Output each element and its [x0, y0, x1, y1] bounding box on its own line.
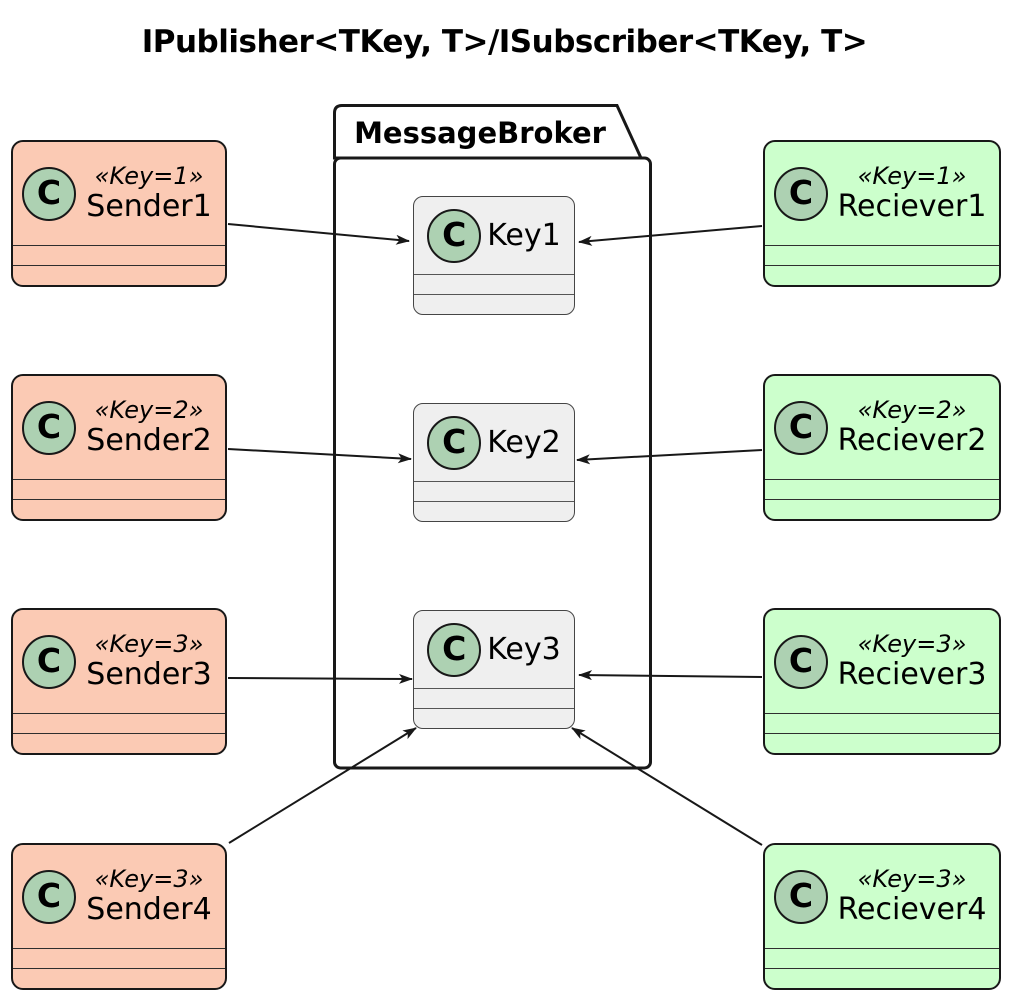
class-titles: «Key=3» Sender4: [82, 866, 216, 926]
class-name: Sender3: [86, 657, 212, 692]
fields-section: [765, 948, 999, 968]
fields-section: [765, 479, 999, 499]
arrow-reciever3-to-key3: [578, 670, 763, 681]
fields-section: [765, 245, 999, 265]
methods-section: [13, 499, 225, 519]
class-sender4: C «Key=3» Sender4: [11, 843, 227, 990]
class-header: C «Key=3» Sender4: [13, 845, 225, 948]
methods-section: [13, 733, 225, 753]
class-sender1: C «Key=1» Sender1: [11, 140, 227, 287]
class-titles: «Key=1» Reciever1: [834, 163, 990, 223]
class-sender2: C «Key=2» Sender2: [11, 374, 227, 521]
class-stereotype: «Key=2»: [94, 397, 204, 425]
methods-section: [414, 708, 574, 728]
package-name: MessageBroker: [354, 116, 606, 150]
class-key2: C Key2: [413, 403, 575, 522]
arrow-sender3-to-key3: [227, 673, 413, 684]
class-titles: «Key=2» Reciever2: [834, 397, 990, 457]
class-header: C «Key=2» Reciever2: [765, 376, 999, 479]
class-name: Reciever2: [837, 423, 987, 458]
class-titles: «Key=1» Sender1: [82, 163, 216, 223]
class-name: Key2: [487, 425, 561, 460]
fields-section: [13, 479, 225, 499]
class-header: C Key3: [414, 611, 574, 688]
class-stereotype: «Key=3»: [857, 866, 967, 894]
class-circle-icon: C: [22, 400, 76, 455]
class-stereotype: «Key=3»: [857, 631, 967, 659]
class-circle-icon: C: [22, 869, 76, 924]
class-sender3: C «Key=3» Sender3: [11, 608, 227, 755]
fields-section: [414, 688, 574, 708]
fields-section: [13, 948, 225, 968]
class-reciever1: C «Key=1» Reciever1: [763, 140, 1001, 287]
arrow-reciever4-to-key3: [571, 727, 763, 846]
class-circle-icon: C: [427, 622, 482, 677]
class-reciever3: C «Key=3» Reciever3: [763, 608, 1001, 755]
arrow-sender1-to-key1: [227, 223, 410, 245]
class-circle-icon: C: [774, 400, 828, 455]
arrow-sender2-to-key2: [227, 448, 412, 464]
arrow-reciever2-to-key2: [576, 449, 763, 465]
class-name: Sender4: [86, 892, 212, 927]
class-circle-icon: C: [22, 634, 76, 689]
fields-section: [414, 481, 574, 501]
class-stereotype: «Key=1»: [857, 163, 967, 191]
fields-section: [13, 713, 225, 733]
class-name: Key1: [487, 218, 561, 253]
fields-section: [13, 245, 225, 265]
methods-section: [13, 968, 225, 988]
class-circle-icon: C: [774, 634, 828, 689]
class-header: C «Key=1» Reciever1: [765, 142, 999, 245]
class-name: Reciever3: [837, 657, 987, 692]
class-reciever2: C «Key=2» Reciever2: [763, 374, 1001, 521]
class-name: Reciever4: [837, 892, 987, 927]
class-titles: «Key=2» Sender2: [82, 397, 216, 457]
class-header: C «Key=1» Sender1: [13, 142, 225, 245]
class-header: C Key2: [414, 404, 574, 481]
methods-section: [414, 501, 574, 521]
class-key1: C Key1: [413, 196, 575, 315]
class-circle-icon: C: [774, 869, 828, 924]
class-circle-icon: C: [427, 415, 482, 470]
class-name: Reciever1: [837, 189, 987, 224]
class-name: Sender2: [86, 423, 212, 458]
class-circle-icon: C: [774, 166, 828, 221]
class-header: C «Key=3» Reciever3: [765, 610, 999, 713]
class-header: C Key1: [414, 197, 574, 274]
class-header: C «Key=2» Sender2: [13, 376, 225, 479]
class-name: Sender1: [86, 189, 212, 224]
class-stereotype: «Key=2»: [857, 397, 967, 425]
class-stereotype: «Key=1»: [94, 163, 204, 191]
class-titles: «Key=3» Reciever4: [834, 866, 990, 926]
arrow-reciever1-to-key1: [578, 225, 763, 246]
class-stereotype: «Key=3»: [94, 866, 204, 894]
methods-section: [13, 265, 225, 285]
methods-section: [765, 265, 999, 285]
methods-section: [765, 733, 999, 753]
class-titles: «Key=3» Reciever3: [834, 631, 990, 691]
methods-section: [414, 294, 574, 314]
arrow-sender4-to-key3: [228, 727, 417, 844]
class-stereotype: «Key=3»: [94, 631, 204, 659]
fields-section: [414, 274, 574, 294]
fields-section: [765, 713, 999, 733]
diagram-title: IPublisher<TKey, T>/ISubscriber<TKey, T>: [141, 24, 868, 60]
class-name: Key3: [487, 632, 561, 667]
methods-section: [765, 968, 999, 988]
methods-section: [765, 499, 999, 519]
class-header: C «Key=3» Sender3: [13, 610, 225, 713]
class-circle-icon: C: [427, 208, 482, 263]
class-reciever4: C «Key=3» Reciever4: [763, 843, 1001, 990]
class-titles: «Key=3» Sender3: [82, 631, 216, 691]
class-key3: C Key3: [413, 610, 575, 729]
class-circle-icon: C: [22, 166, 76, 221]
class-header: C «Key=3» Reciever4: [765, 845, 999, 948]
